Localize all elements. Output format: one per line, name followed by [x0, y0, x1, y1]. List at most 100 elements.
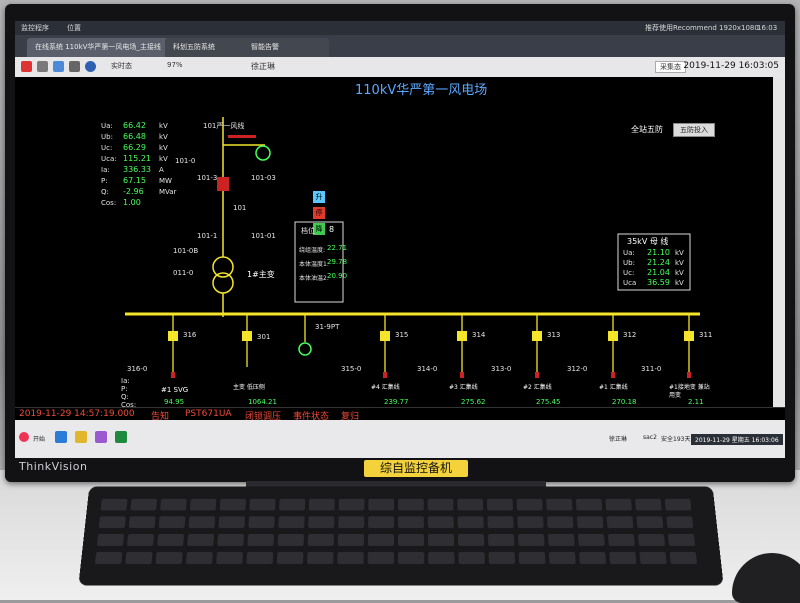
tab-main-diagram[interactable]: 在线系统 110kV华严第一风电场_主接线图	[27, 38, 173, 70]
transformer-winding-high[interactable]	[212, 256, 234, 278]
feeder-breakers[interactable]	[168, 331, 694, 341]
feeder-name-2: #2 汇集线	[523, 384, 552, 391]
taskbar-app-icon-2[interactable]	[75, 431, 87, 443]
monitor-brand: ThinkVision	[19, 460, 88, 473]
tap-stop-button[interactable]: 停	[313, 207, 325, 219]
feeder-num-316: 316	[183, 331, 197, 339]
zoom-percent[interactable]: 97%	[167, 61, 183, 69]
feeder-value-312-0: 270.18	[612, 398, 637, 406]
feeder-value-301-0: 1064.21	[248, 398, 277, 406]
feeder-num-301: 301	[257, 333, 271, 341]
meas-unit-ua: kV	[159, 122, 168, 130]
meas-value-q: -2.96	[123, 187, 144, 196]
switch-label-011-0: 011-0	[173, 269, 194, 277]
meas-unit-uca: kV	[159, 155, 168, 163]
feeder-num-312: 312	[623, 331, 637, 339]
tap-label: 档位	[301, 227, 315, 235]
feeder-measure-table: Ia: P: Q: Cos:	[15, 347, 773, 409]
event-text-1: 闭锁调压	[245, 412, 282, 422]
os-menu-position[interactable]: 位置	[67, 24, 81, 32]
taskbar-user[interactable]: 徐正琳	[609, 436, 628, 443]
temp-value-oil2: 20.90	[327, 272, 348, 280]
feeder-gnd-314-0: 314-0	[417, 365, 438, 373]
line-name: 101严一风线	[203, 122, 245, 130]
tab-five-prevention[interactable]: 科划五防系统	[165, 38, 251, 57]
meas-label-cos: Cos:	[101, 199, 117, 207]
collection-select[interactable]: 采集态	[655, 61, 686, 73]
meas-label-q: Q:	[101, 188, 109, 196]
feeder-row-label-p: P:	[121, 385, 128, 393]
feeder-gnd-315-0: 315-0	[341, 365, 362, 373]
feeder-num-315: 315	[395, 331, 409, 339]
taskbar-app-icon-1[interactable]	[55, 431, 67, 443]
bus35-label-uc: Uc:	[623, 269, 635, 277]
event-level: 告知	[151, 412, 170, 422]
excel-icon[interactable]	[115, 431, 127, 443]
tab-smart-alarm[interactable]: 智能告警	[243, 38, 329, 57]
os-time: 16:03	[757, 24, 778, 32]
start-button[interactable]: 开始	[33, 436, 46, 443]
home-icon[interactable]	[21, 61, 32, 72]
meas-unit-uc: kV	[159, 144, 168, 152]
feeder-drops	[172, 314, 690, 377]
event-status-line: 2019-11-29 14:57:19.000 告知 PST671UA 闭锁调压…	[15, 407, 785, 422]
save-icon[interactable]	[53, 61, 64, 72]
feeder-row-label-ia: Ia:	[121, 377, 130, 385]
realtime-selector[interactable]: 实时态	[111, 62, 132, 70]
feeder-gnd-311-0: 311-0	[641, 365, 662, 373]
breaker-101[interactable]	[217, 177, 229, 191]
app-toolbar: 实时态 97% 徐正琳 采集态 2019-11-29 16:03:05	[15, 57, 785, 78]
meas-value-ua: 66.42	[123, 121, 146, 130]
bus35-value-ua: 21.10	[647, 248, 670, 257]
bus35-info-box	[617, 233, 691, 291]
os-menu-app[interactable]: 监控程序	[21, 24, 49, 32]
switch-label-101-1: 101-1	[197, 232, 218, 240]
meas-label-p: P:	[101, 177, 108, 185]
switch-label-101-3: 101-3	[197, 174, 218, 182]
feeder-value-311-0: 2.11	[688, 398, 704, 406]
feeder-gnd-312-0: 312-0	[567, 365, 588, 373]
settings-icon[interactable]	[69, 61, 80, 72]
meas-value-p: 67.15	[123, 176, 146, 185]
feeder-num-313: 313	[547, 331, 561, 339]
switch-label-101-0: 101-0	[175, 157, 196, 165]
tap-raise-button[interactable]: 升	[313, 191, 325, 203]
feeder-value-313-0: 275.45	[536, 398, 561, 406]
print-icon[interactable]	[37, 61, 48, 72]
bus35-value-uc: 21.04	[647, 268, 670, 277]
bus35-value-ub: 21.24	[647, 258, 670, 267]
globe-icon[interactable]	[85, 61, 96, 72]
vertical-scrollbar[interactable]	[773, 77, 785, 407]
five-prevention-button[interactable]: 五防投入	[673, 123, 715, 137]
bus35-label-ua: Ua:	[623, 249, 635, 257]
taskbar-safety-days: 安全193天	[661, 436, 691, 443]
transformer-winding-low[interactable]	[212, 272, 234, 294]
meas-unit-q: MVar	[159, 188, 177, 196]
meas-value-ub: 66.48	[123, 132, 146, 141]
toolbar-user[interactable]: 徐正琳	[251, 62, 275, 71]
meas-label-uc: Uc:	[101, 144, 113, 152]
os-menu-bar: 监控程序 位置 推荐使用Recommend 1920x1080 16:03	[15, 21, 785, 35]
feeder-num-311: 311	[699, 331, 713, 339]
bus35-unit-uca: kV	[675, 279, 684, 287]
meas-value-uca: 115.21	[123, 154, 151, 163]
start-icon[interactable]	[19, 432, 29, 442]
taskbar-station: sac2	[643, 434, 657, 441]
taskbar-app-icon-3[interactable]	[95, 431, 107, 443]
feeder-value-314-0: 275.62	[461, 398, 486, 406]
feeder-row-label-cos: Cos:	[121, 401, 137, 409]
feeder-name-svg: #1 SVG	[161, 386, 189, 394]
event-text-3: 复归	[341, 412, 360, 422]
feeder-name-4: #4 汇集线	[371, 384, 400, 391]
taskbar: 开始 徐正琳 sac2 安全193天 2019-11-29 星期五 16:03:…	[15, 420, 785, 458]
diagram-svg	[125, 117, 700, 378]
tap-value: 8	[329, 225, 335, 234]
tap-lower-button[interactable]: 降	[313, 223, 325, 235]
meas-label-uca: Uca:	[101, 155, 117, 163]
keyboard	[78, 486, 724, 586]
switch-label-101: 101	[233, 204, 247, 212]
meas-label-ua: Ua:	[101, 122, 113, 130]
taskbar-datetime: 2019-11-29 星期五 16:03:06	[691, 434, 783, 445]
meas-label-ia: Ia:	[101, 166, 110, 174]
pt-label: 31-9PT	[315, 323, 340, 331]
